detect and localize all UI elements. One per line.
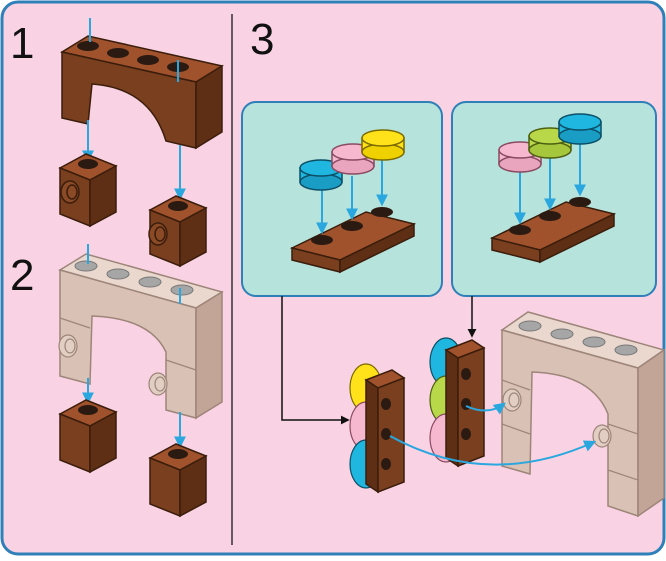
attach-arrow-upper: [465, 402, 506, 415]
brown-arch-brick: [60, 35, 224, 150]
round-tile-cyan-a: [299, 159, 343, 191]
step-number-3: 3: [250, 15, 275, 64]
brown-brick-right: [148, 443, 208, 518]
step-number-1: 1: [10, 19, 35, 68]
brown-side-stud-brick-left: [58, 153, 118, 228]
plate-with-round-tiles-b: [489, 113, 617, 264]
step-number-2: 2: [10, 251, 35, 300]
step-3-group: [241, 101, 666, 518]
standing-plate-a: [349, 363, 406, 494]
plate-with-round-tiles-a: [289, 129, 417, 274]
round-tile-yellow-a: [361, 129, 405, 161]
step-2-group: [58, 244, 224, 518]
brown-side-stud-brick-right: [148, 195, 208, 268]
step-1-group: [58, 18, 224, 268]
round-tile-cyan-b: [558, 113, 602, 145]
brown-brick-left: [58, 399, 118, 474]
tan-arch-step3: [500, 311, 666, 518]
leader-line-a: [281, 296, 350, 425]
tan-arch-assembly: [58, 253, 224, 420]
standing-plate-b: [429, 337, 486, 468]
round-tile-lime-b: [528, 127, 572, 159]
attach-arrow-lower: [389, 435, 597, 466]
